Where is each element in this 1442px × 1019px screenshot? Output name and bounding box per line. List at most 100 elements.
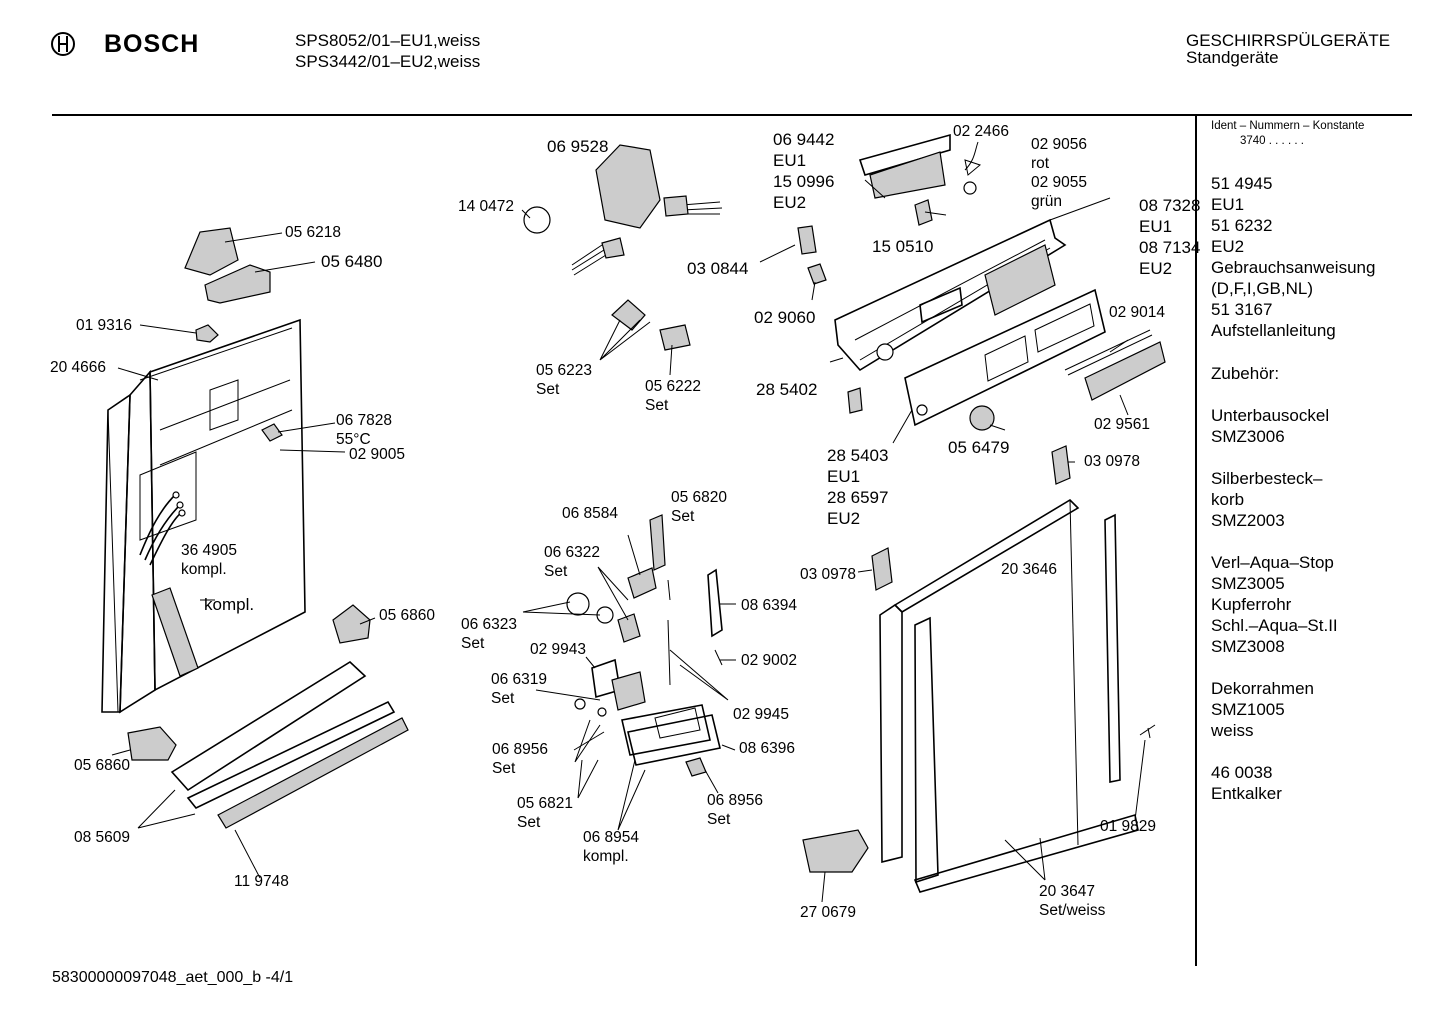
part-022466-icon [963, 181, 977, 195]
front-panel [904, 288, 1106, 427]
label-087134: 08 7134 [1139, 238, 1201, 257]
label-030978a: 03 0978 [1084, 453, 1141, 470]
label-285402: 28 5402 [756, 380, 818, 399]
label-056218: 05 6218 [285, 224, 342, 241]
label-056860a: 05 6860 [379, 607, 436, 624]
label-087328: 08 7328 [1139, 196, 1201, 215]
sidebar-line: weiss [1211, 721, 1254, 740]
part-056860a [332, 604, 371, 644]
part-085609-strip [170, 660, 367, 792]
sidebar-line: Zubehör: [1211, 364, 1280, 383]
inner-door-frame [101, 318, 306, 714]
sidebar-line: Entkalker [1211, 784, 1282, 803]
label-030978b: 03 0978 [800, 566, 857, 583]
label-kompl: kompl. [204, 595, 255, 614]
sidebar-line: EU1 [1211, 195, 1245, 214]
label-364905-sub: kompl. [181, 561, 227, 578]
label-286597: 28 6597 [827, 488, 889, 507]
label-056821-sub: Set [517, 814, 541, 831]
label-203647: 20 3647 [1039, 883, 1096, 900]
sidebar-line: SMZ3006 [1211, 427, 1285, 446]
sidebar-divider [1195, 116, 1197, 966]
sidebar-line: Silberbesteck– [1211, 469, 1323, 488]
label-087328-eu1: EU1 [1139, 217, 1173, 236]
sidebar-line: SMZ3005 [1211, 574, 1285, 593]
category-line-2: Standgeräte [1186, 48, 1279, 67]
label-056222-sub: Set [645, 397, 669, 414]
part-019829-screw [1139, 724, 1156, 739]
label-364905: 36 4905 [181, 542, 238, 559]
label-203646: 20 3646 [1001, 561, 1058, 578]
label-029005: 02 9005 [349, 446, 406, 463]
label-066319: 06 6319 [491, 671, 548, 688]
label-270679: 27 0679 [800, 904, 857, 921]
label-056223-sub: Set [536, 381, 560, 398]
sidebar-line: 51 4945 [1211, 174, 1273, 193]
sidebar-line: 51 3167 [1211, 300, 1273, 319]
part-056222 [659, 324, 691, 351]
label-068956a-sub: Set [492, 760, 516, 777]
label-029002: 02 9002 [741, 652, 798, 669]
label-068956b: 06 8956 [707, 792, 764, 809]
label-029014: 02 9014 [1109, 304, 1166, 321]
ident-title: Ident – Nummern – Konstante [1211, 120, 1365, 132]
part-056860b [127, 726, 177, 761]
button-set [1064, 329, 1166, 401]
category-line-1: GESCHIRRSPÜLGERÄTE [1186, 31, 1391, 50]
label-150996-eu2: EU2 [773, 193, 807, 212]
label-086396: 08 6396 [739, 740, 796, 757]
part-140472-knob [523, 206, 551, 234]
label-056821: 05 6821 [517, 795, 574, 812]
label-029060: 02 9060 [754, 308, 816, 327]
label-085609: 08 5609 [74, 829, 131, 846]
label-140472: 14 0472 [458, 198, 515, 215]
sidebar-line: Unterbausockel [1211, 406, 1330, 425]
label-019316: 01 9316 [76, 317, 133, 334]
part-030844 [797, 225, 817, 255]
label-029055-sub: grün [1031, 193, 1063, 210]
label-067828-temp: 55°C [336, 431, 371, 448]
part-029060 [807, 263, 827, 285]
part-030978a [1051, 445, 1071, 485]
part-030978b [871, 547, 893, 591]
label-150510: 15 0510 [872, 237, 934, 256]
sidebar-line: EU2 [1211, 237, 1245, 256]
label-285403: 28 5403 [827, 446, 889, 465]
label-068584: 06 8584 [562, 505, 619, 522]
ident-value: 3740 . . . . . . [1240, 135, 1304, 147]
document-code: 58300000097048_aet_000_b -4/1 [52, 969, 294, 986]
sidebar-line: (D,F,I,GB,NL) [1211, 279, 1314, 298]
label-066319-sub: Set [491, 690, 515, 707]
label-204666: 20 4666 [50, 359, 107, 376]
label-019829: 01 9829 [1100, 818, 1157, 835]
label-066322: 06 6322 [544, 544, 601, 561]
cable-harness [139, 491, 199, 677]
sidebar-line: SMZ2003 [1211, 511, 1285, 530]
label-069442-eu1: EU1 [773, 151, 807, 170]
label-086394: 08 6394 [741, 597, 798, 614]
label-068954-sub: kompl. [583, 848, 629, 865]
label-286597-eu2: EU2 [827, 509, 861, 528]
label-203647-sub: Set/weiss [1039, 902, 1106, 919]
part-069528-timer [595, 144, 661, 229]
brand-name: BOSCH [104, 30, 200, 58]
sidebar-line: SMZ1005 [1211, 700, 1285, 719]
sidebar-list: 51 4945 EU1 51 6232 EU2 Gebrauchsanweisu… [1211, 173, 1375, 804]
part-270679 [802, 829, 869, 873]
label-067828: 06 7828 [336, 412, 393, 429]
part-056223 [611, 299, 646, 331]
label-066323: 06 6323 [461, 616, 518, 633]
sidebar-line: SMZ3008 [1211, 637, 1285, 656]
label-056223: 05 6223 [536, 362, 593, 379]
label-029056-sub: rot [1031, 155, 1050, 172]
sidebar-line: korb [1211, 490, 1245, 509]
label-056820: 05 6820 [671, 489, 728, 506]
label-029056: 02 9056 [1031, 136, 1088, 153]
label-069442: 06 9442 [773, 130, 835, 149]
label-056479: 05 6479 [948, 438, 1010, 457]
label-285403-eu1: EU1 [827, 467, 861, 486]
model-line-1: SPS8052/01–EU1,weiss [295, 31, 481, 50]
bosch-logo-icon [50, 31, 76, 62]
part-085609-rail [186, 700, 396, 809]
outer-door [879, 498, 1139, 893]
